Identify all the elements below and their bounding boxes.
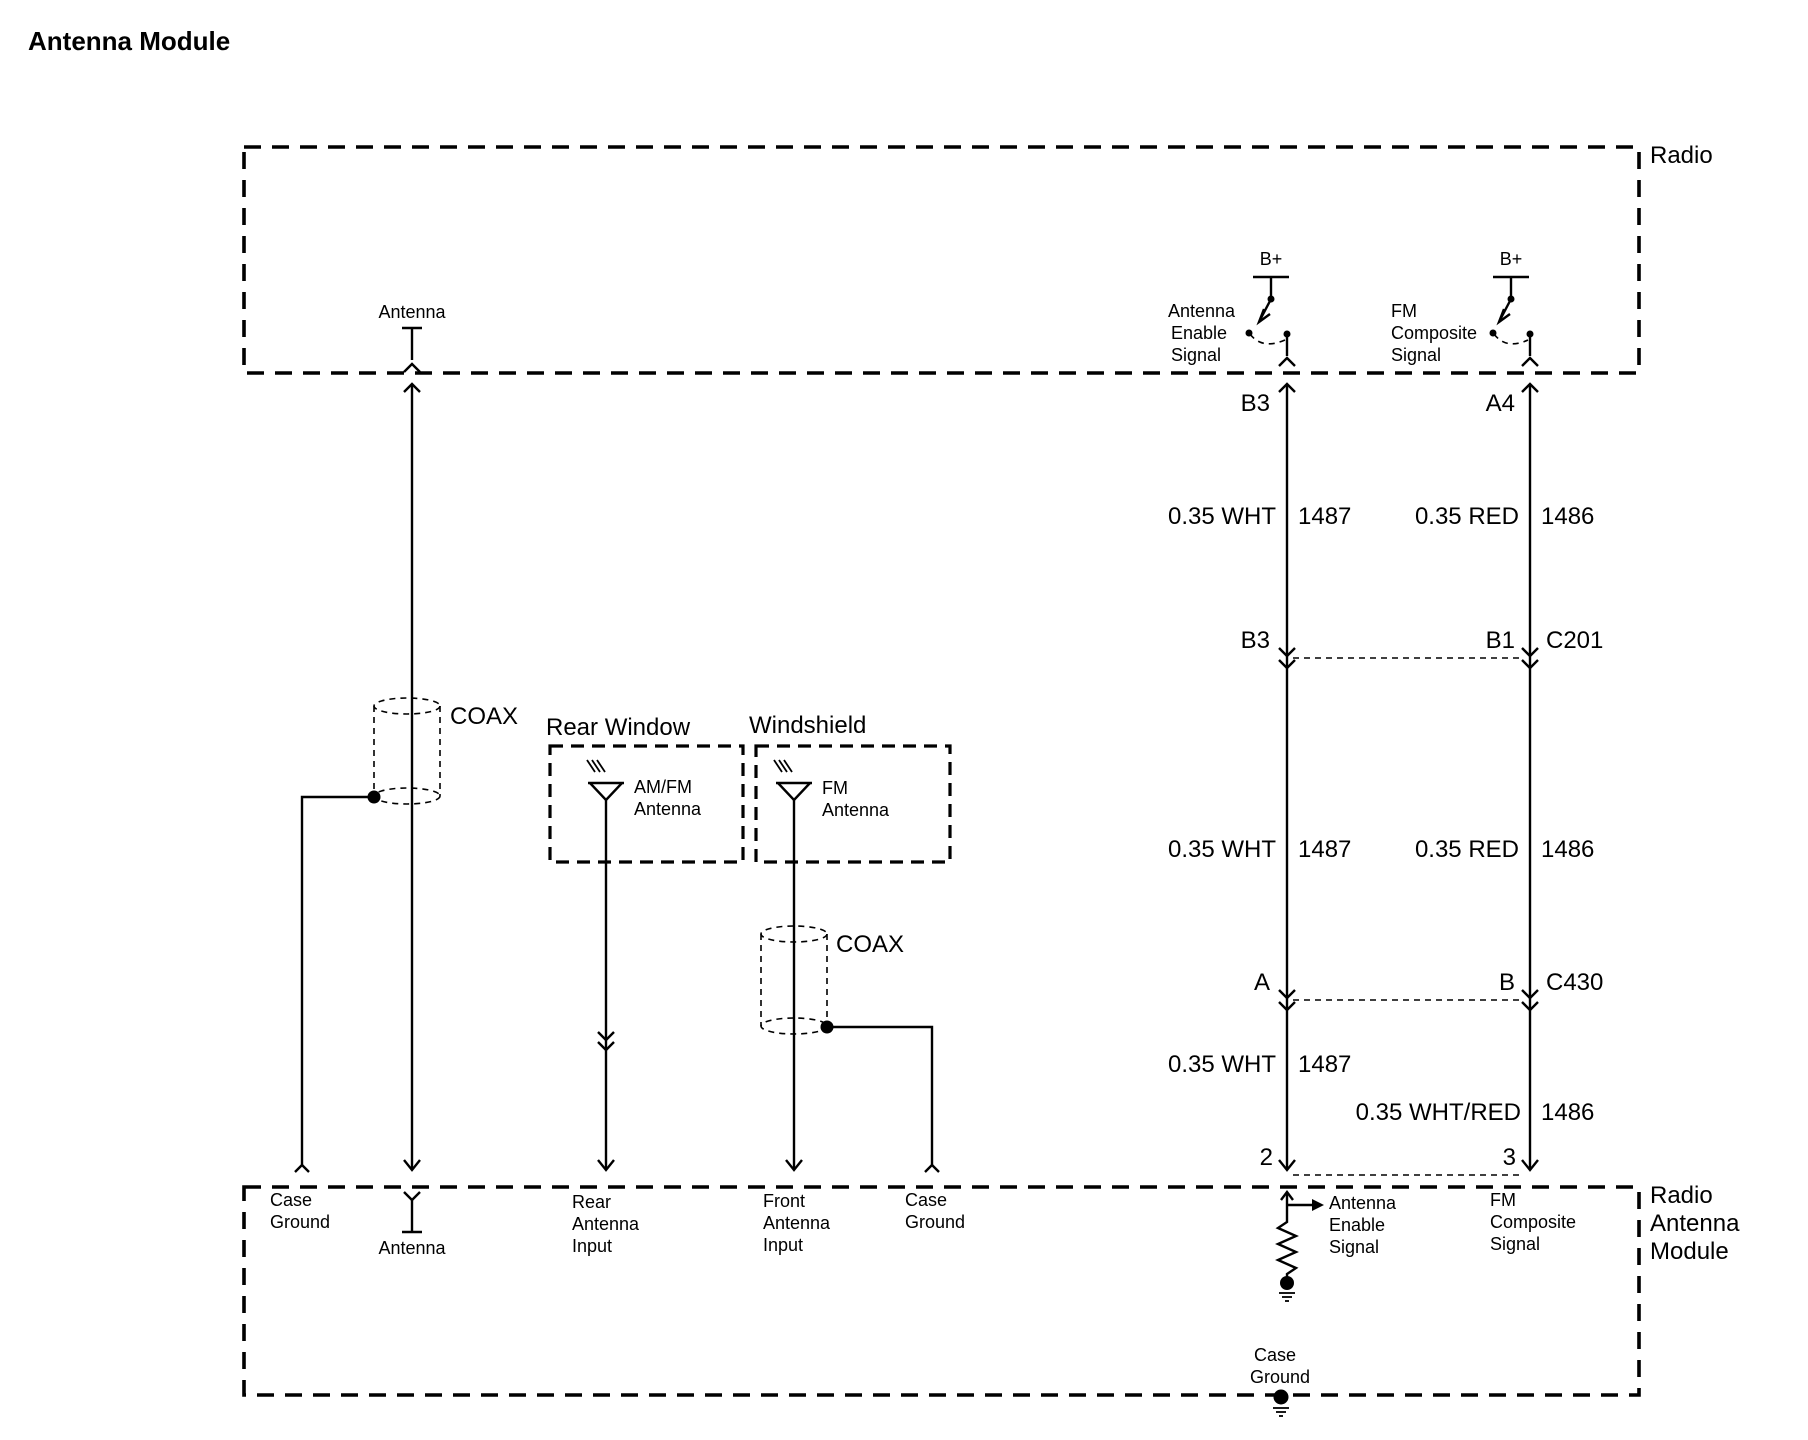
switch-icon: [1245, 275, 1296, 367]
pin-b-c430: B: [1499, 969, 1515, 996]
antenna-wire: [403, 382, 421, 1172]
case-ground-wire-left: [300, 795, 374, 1165]
pin-b1-c201: B1: [1486, 627, 1515, 654]
fm-antenna-label-2: Antenna: [822, 800, 890, 820]
connector-c201: C201: [1546, 627, 1603, 654]
module-fm-composite-2: Composite: [1490, 1212, 1576, 1232]
radio-antenna-pin-label: Antenna: [378, 302, 446, 322]
module-front-antenna-input-3: Input: [763, 1235, 803, 1255]
module-case-ground-bottom-2: Ground: [1250, 1367, 1310, 1387]
wire-1487-circuit-3: 1487: [1298, 1051, 1351, 1078]
rear-window-box: [548, 744, 745, 864]
b-plus-label-2: B+: [1500, 249, 1523, 269]
wire-1487: [1278, 382, 1296, 1172]
wire-1486-circuit-1: 1486: [1541, 503, 1594, 530]
module-rear-antenna-input-2: Antenna: [572, 1214, 640, 1234]
module-front-antenna-input-1: Front: [763, 1191, 805, 1211]
switch-icon: [1489, 275, 1539, 367]
pin-b3-radio: B3: [1241, 390, 1270, 417]
radio-antenna-enable-label-3: Signal: [1171, 345, 1221, 365]
pin-a-c430: A: [1254, 969, 1270, 996]
front-antenna-wire: [785, 800, 803, 1172]
rear-window-label: Rear Window: [546, 714, 691, 741]
radio-antenna-module-label-1: Radio: [1650, 1182, 1713, 1209]
am-fm-antenna-label-2: Antenna: [634, 799, 702, 819]
ground-icon: [1279, 1292, 1295, 1302]
case-ground-dot: [1273, 1389, 1289, 1405]
wire-1487-gauge-2: 0.35 WHT: [1168, 836, 1276, 863]
wire-1486-circuit-2: 1486: [1541, 836, 1594, 863]
case-ground-wire-mid: [827, 1025, 934, 1165]
module-fm-composite-3: Signal: [1490, 1234, 1540, 1254]
resistor-icon: [1275, 1190, 1324, 1290]
wire-1487-gauge-3: 0.35 WHT: [1168, 1051, 1276, 1078]
coax-label-1: COAX: [450, 703, 518, 730]
module-pin-2: 2: [1260, 1144, 1273, 1171]
windshield-label: Windshield: [749, 712, 866, 739]
radio-antenna-module-box: [242, 1185, 1641, 1397]
wire-1487-circuit-1: 1487: [1298, 503, 1351, 530]
radio-fm-composite-label-2: Composite: [1391, 323, 1477, 343]
wire-1486: [1521, 382, 1539, 1172]
pin-b3-c201: B3: [1241, 627, 1270, 654]
radio-label: Radio: [1650, 142, 1713, 169]
wire-1486-circuit-3: 1486: [1541, 1099, 1594, 1126]
module-case-ground-bottom-1: Case: [1254, 1345, 1296, 1365]
radio-antenna-module-label-3: Module: [1650, 1238, 1729, 1265]
module-case-ground-mid-1: Case: [905, 1190, 947, 1210]
wire-1486-gauge-1: 0.35 RED: [1415, 503, 1519, 530]
module-antenna-label: Antenna: [378, 1238, 446, 1258]
wire-1486-gauge-2: 0.35 RED: [1415, 836, 1519, 863]
radio-antenna-module-label-2: Antenna: [1650, 1210, 1740, 1237]
module-rear-antenna-input-3: Input: [572, 1236, 612, 1256]
b-plus-label-1: B+: [1260, 249, 1283, 269]
windshield-box: [754, 744, 952, 864]
page-title: Antenna Module: [28, 26, 231, 56]
module-fm-composite-1: FM: [1490, 1190, 1516, 1210]
am-fm-antenna-label-1: AM/FM: [634, 777, 692, 797]
module-antenna-terminal: [402, 1191, 422, 1234]
module-antenna-enable-3: Signal: [1329, 1237, 1379, 1257]
module-case-ground-left-1: Case: [270, 1190, 312, 1210]
module-antenna-enable-2: Enable: [1329, 1215, 1385, 1235]
coax-label-2: COAX: [836, 931, 904, 958]
module-front-antenna-input-2: Antenna: [763, 1213, 831, 1233]
module-pin-3: 3: [1503, 1144, 1516, 1171]
radio-fm-composite-label-1: FM: [1391, 301, 1417, 321]
radio-antenna-enable-label-1: Antenna: [1168, 301, 1236, 321]
wire-1486-gauge-3: 0.35 WHT/RED: [1356, 1099, 1521, 1126]
fm-antenna-label-1: FM: [822, 778, 848, 798]
radio-fm-composite-label-3: Signal: [1391, 345, 1441, 365]
pin-a4-radio: A4: [1486, 390, 1515, 417]
connector-c430: C430: [1546, 969, 1603, 996]
wire-1487-gauge-1: 0.35 WHT: [1168, 503, 1276, 530]
antenna-icon: [586, 759, 624, 802]
coax-shield: [373, 697, 441, 805]
module-case-ground-mid-2: Ground: [905, 1212, 965, 1232]
wire-1487-circuit-2: 1487: [1298, 836, 1351, 863]
module-antenna-enable-1: Antenna: [1329, 1193, 1397, 1213]
module-rear-antenna-input-1: Rear: [572, 1192, 611, 1212]
radio-antenna-terminal: [402, 326, 422, 373]
radio-antenna-enable-label-2: Enable: [1171, 323, 1227, 343]
module-case-ground-left-2: Ground: [270, 1212, 330, 1232]
rear-antenna-wire: [597, 800, 615, 1172]
antenna-icon: [773, 759, 812, 802]
ground-icon: [1273, 1407, 1289, 1417]
